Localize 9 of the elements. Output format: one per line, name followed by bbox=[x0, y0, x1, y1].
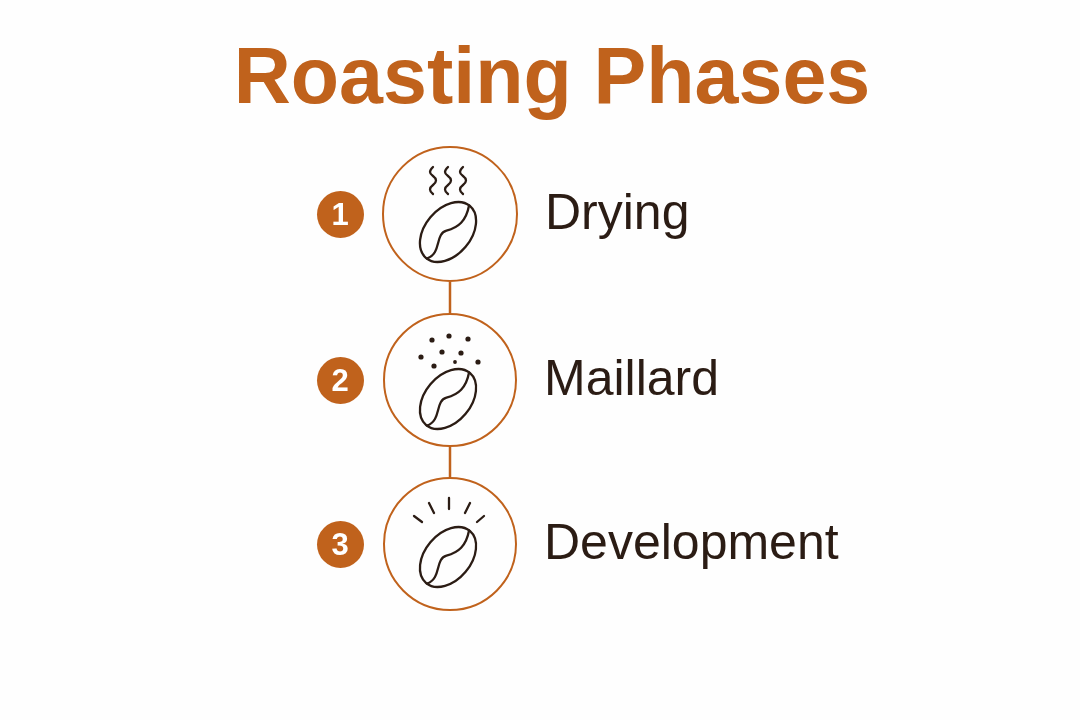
connector-line bbox=[448, 282, 452, 313]
title: Roasting Phases bbox=[232, 30, 872, 122]
number-badge: 3 bbox=[316, 520, 364, 568]
phase-label: Maillard bbox=[544, 349, 720, 408]
number-badge: 2 bbox=[316, 356, 364, 404]
phase-label: Drying bbox=[545, 183, 690, 242]
connector-line bbox=[448, 447, 452, 477]
phase-label: Development bbox=[544, 513, 839, 572]
number-badge: 1 bbox=[316, 190, 364, 238]
